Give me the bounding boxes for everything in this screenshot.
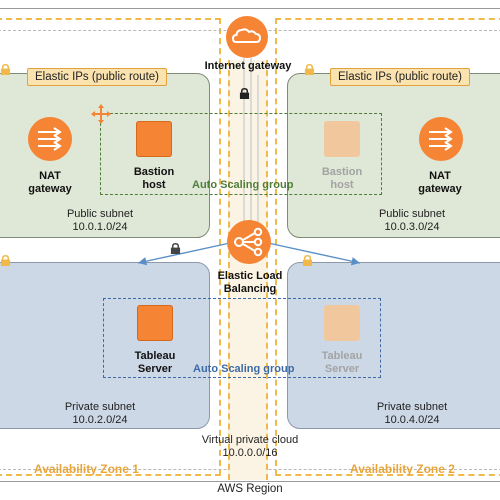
tableau-server-label-line1: Tableau [134, 350, 176, 362]
lock-icon [0, 64, 11, 75]
gateway-traffic-band [228, 60, 268, 480]
lock-icon [302, 255, 313, 266]
lock-icon [170, 243, 181, 254]
bastion-host-label-line1: Bastion [133, 166, 175, 178]
nat-gateway-label-line2: gateway [28, 183, 72, 195]
private-subnet-cidr: 10.0.4.0/24 [384, 414, 440, 426]
nat-gateway-label-2: NAT gateway [400, 170, 480, 196]
vpc-name: Virtual private cloud [201, 434, 299, 446]
nat-gateway-label-line1: NAT [39, 170, 61, 182]
tableau-server-icon-active [137, 305, 173, 341]
availability-zone-2-outline [275, 18, 500, 476]
tableau-server-label-line1: Tableau [321, 350, 363, 362]
internet-gateway-label: Internet gateway [204, 60, 292, 72]
internet-gateway-icon [226, 16, 268, 58]
bastion-host-label-2: Bastion host [306, 166, 378, 192]
public-subnet-label-1: Public subnet 10.0.1.0/24 [30, 208, 170, 234]
elb-to-subnet-1-arrow [137, 242, 231, 266]
public-subnet-name: Public subnet [378, 208, 446, 220]
public-subnet-cidr: 10.0.3.0/24 [384, 221, 440, 233]
lock-icon [304, 64, 315, 75]
tableau-server-label-2: Tableau Server [302, 350, 382, 376]
availability-zone-1-outline [0, 18, 221, 476]
availability-zone-label-1: Availability Zone 1 [34, 462, 139, 476]
nat-gateway-icon [28, 117, 72, 161]
cloud-icon [231, 28, 262, 43]
private-subnet-1 [0, 262, 210, 429]
bastion-host-label-line1: Bastion [321, 166, 363, 178]
tableau-server-label-1: Tableau Server [115, 350, 195, 376]
private-subnet-name: Private subnet [64, 401, 136, 413]
bastion-host-icon-standby [324, 121, 360, 157]
nat-gateway-label-1: NAT gateway [10, 170, 90, 196]
tableau-server-icon-standby [324, 305, 360, 341]
lock-icon [0, 255, 11, 266]
vpc-label: Virtual private cloud 10.0.0.0/16 [180, 434, 320, 460]
auto-scaling-group-label-1: Auto Scaling group [192, 179, 294, 191]
auto-scaling-group-tableau [103, 298, 381, 378]
bastion-host-label-line2: host [142, 179, 166, 191]
tableau-server-label-line2: Server [137, 363, 173, 375]
availability-zone-label-2: Availability Zone 2 [350, 462, 455, 476]
aws-region-label: AWS Region [217, 483, 283, 495]
nat-gateway-label-line1: NAT [429, 170, 451, 182]
auto-scaling-group-bastion [100, 113, 382, 195]
public-subnet-label-2: Public subnet 10.0.3.0/24 [342, 208, 482, 234]
load-balancer-label-line2: Balancing [223, 283, 277, 295]
nat-gateway-label-line2: gateway [418, 183, 462, 195]
lock-icon [239, 88, 250, 99]
public-subnet-name: Public subnet [66, 208, 134, 220]
private-subnet-name: Private subnet [376, 401, 448, 413]
private-subnet-label-2: Private subnet 10.0.4.0/24 [342, 401, 482, 427]
bastion-host-label-1: Bastion host [118, 166, 190, 192]
private-subnet-2 [287, 262, 500, 429]
public-subnet-cidr: 10.0.1.0/24 [72, 221, 128, 233]
tableau-server-label-line2: Server [324, 363, 360, 375]
elastic-ips-label-2: Elastic IPs (public route) [330, 68, 470, 86]
auto-scaling-group-label-2: Auto Scaling group [193, 363, 295, 375]
move-arrows-icon [91, 104, 111, 124]
aws-region-outline [0, 8, 500, 482]
public-subnet-1 [0, 73, 210, 238]
elastic-ips-label-1: Elastic IPs (public route) [27, 68, 167, 86]
nat-gateway-icon [419, 117, 463, 161]
load-balancer-label-line1: Elastic Load [217, 270, 283, 282]
bastion-host-label-line2: host [330, 179, 354, 191]
load-balancer-label: Elastic Load Balancing [200, 270, 300, 296]
vpc-cidr: 10.0.0.0/16 [222, 447, 278, 459]
public-subnet-2 [287, 73, 500, 238]
private-subnet-cidr: 10.0.2.0/24 [72, 414, 128, 426]
load-balancer-icon [227, 220, 271, 264]
elb-to-subnet-2-arrow [267, 242, 361, 266]
bastion-host-icon-active [136, 121, 172, 157]
private-subnet-label-1: Private subnet 10.0.2.0/24 [30, 401, 170, 427]
